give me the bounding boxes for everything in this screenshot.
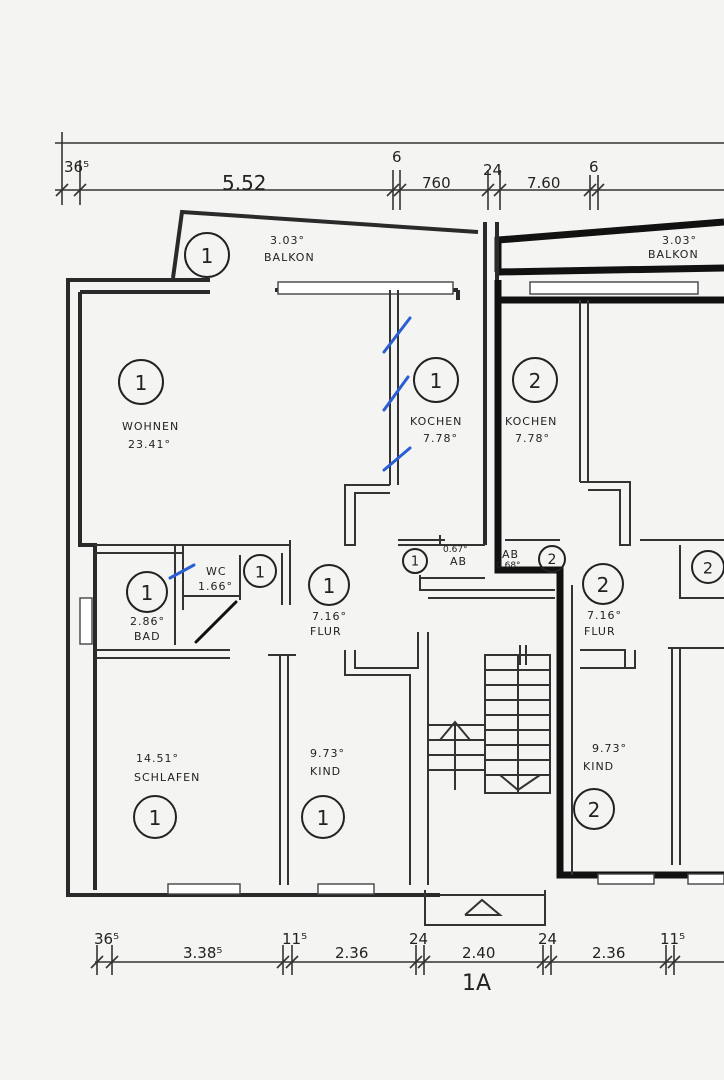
flur-1-number: 1: [323, 574, 336, 598]
room-kind-1: 9.73° KIND 1: [301, 747, 345, 839]
unit-2-walls: [494, 280, 724, 885]
ab-1-number: 1: [411, 555, 419, 570]
room-kochen-1: 1 KOCHEN 7.78°: [410, 357, 462, 445]
dim-bottom-wall-2: 24: [409, 930, 428, 948]
flur-1-name: FLUR: [310, 625, 342, 638]
wc-area: 1.66°: [198, 580, 233, 593]
wohnen-name: WOHNEN: [122, 420, 179, 433]
room-wc: 1 WC 1.66°: [198, 554, 277, 593]
room-wohnen: 1 WOHNEN 23.41°: [118, 359, 179, 451]
bad-number: 1: [141, 581, 154, 605]
flur-1-area: 7.16°: [312, 610, 347, 623]
schlafen-number: 1: [149, 806, 162, 830]
ab-1-area: 0.67°: [443, 545, 468, 555]
ab-2-area: 0.68°: [496, 561, 521, 571]
kind-1-area: 9.73°: [310, 747, 345, 760]
kind-2-area: 9.73°: [592, 742, 627, 755]
kochen-1-number: 1: [430, 369, 443, 393]
kochen-2-name: KOCHEN: [505, 415, 557, 428]
kochen-2-area: 7.78°: [515, 432, 550, 445]
wohnen-area: 23.41°: [128, 438, 171, 451]
staircase: [424, 645, 551, 926]
dim-top-party-wall: 24: [483, 161, 502, 179]
dim-bottom-wall-4: 11⁵: [660, 930, 685, 948]
flur-2-name: FLUR: [584, 625, 616, 638]
dim-top-kochen-2: 7.60: [527, 174, 560, 192]
kind-2-name: KIND: [583, 760, 614, 773]
blue-annotation-marks: [168, 316, 412, 580]
kochen-1-area: 7.78°: [423, 432, 458, 445]
unit-1-walls: [66, 222, 555, 897]
kochen-1-name: KOCHEN: [410, 415, 462, 428]
bad-area: 2.86°: [130, 615, 165, 628]
room-edge-right: 2: [691, 550, 724, 584]
ab-1-name: AB: [450, 555, 467, 568]
room-kochen-2: 2 KOCHEN 7.78°: [505, 357, 558, 445]
dim-bottom-schlafen: 3.38⁵: [183, 944, 222, 962]
dim-bottom-kind-1: 2.36: [335, 944, 368, 962]
balkon-1-area: 3.03°: [270, 234, 305, 247]
kochen-2-number: 2: [529, 369, 542, 393]
kind-1-number: 1: [317, 806, 330, 830]
ab-2-name: AB: [502, 548, 519, 561]
balkon-1-name: BALKON: [264, 251, 315, 264]
dim-top-offset: 36⁵: [64, 158, 89, 176]
room-ab-2: AB 0.68° 2: [496, 545, 566, 573]
dim-bottom-wall-3: 24: [538, 930, 557, 948]
room-schlafen: 14.51° SCHLAFEN 1: [133, 752, 200, 839]
wc-number: 1: [255, 563, 265, 582]
black-annotation-mark: [194, 600, 238, 644]
ab-2-number: 2: [548, 552, 557, 568]
schlafen-area: 14.51°: [136, 752, 179, 765]
room-bad: 1 2.86° BAD: [126, 571, 168, 643]
balcony-1: 1 3.03° BALKON: [171, 209, 479, 279]
schlafen-name: SCHLAFEN: [134, 771, 200, 784]
dim-top-wohnen-width: 5.52: [222, 171, 267, 195]
room-ab-1: 1 0.67° AB: [402, 545, 468, 574]
room-kind-2: 9.73° KIND 2: [573, 742, 627, 830]
bad-name: BAD: [134, 630, 161, 643]
balcony-2: 3.03° BALKON: [494, 218, 724, 276]
dim-bottom-wall-1: 11⁵: [282, 930, 307, 948]
flur-2-number: 2: [597, 573, 610, 597]
balkon-2-area: 3.03°: [662, 234, 697, 247]
edge-right-number: 2: [703, 559, 713, 578]
wohnen-number: 1: [135, 371, 148, 395]
dim-bottom-offset: 36⁵: [94, 930, 119, 948]
building-label: 1A: [462, 971, 491, 996]
wc-name: WC: [206, 565, 227, 578]
dim-top-kochen-1: 760: [422, 174, 451, 192]
balkon-1-number: 1: [201, 244, 214, 268]
flur-2-area: 7.16°: [587, 609, 622, 622]
bottom-dimension-chain: 36⁵ 3.38⁵ 11⁵ 2.36 24 2.40 24 2.36 11⁵ 1…: [90, 930, 724, 996]
balkon-2-name: BALKON: [648, 248, 699, 261]
dim-top-wall-1: 6: [392, 148, 402, 166]
room-flur-2: 2 7.16° FLUR: [582, 563, 624, 638]
dim-top-wall-2: 6: [589, 158, 599, 176]
kind-2-number: 2: [588, 798, 601, 822]
kind-1-name: KIND: [310, 765, 341, 778]
dim-bottom-kind-2: 2.36: [592, 944, 625, 962]
dim-bottom-stair: 2.40: [462, 944, 495, 962]
top-dimension-chain: 36⁵ 5.52 6 760 24 7.60 6: [55, 132, 724, 210]
room-flur-1: 1 7.16° FLUR: [308, 564, 350, 638]
